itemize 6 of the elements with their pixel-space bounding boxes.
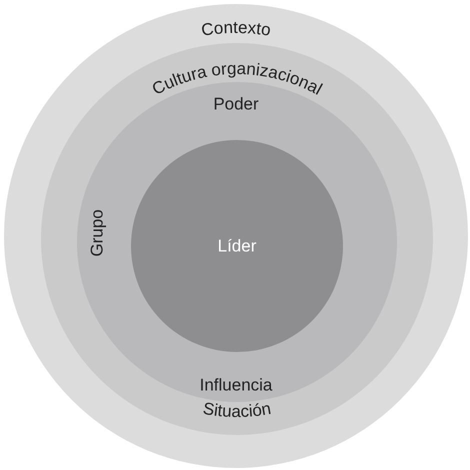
layer-label: Poder bbox=[213, 96, 259, 112]
ring-label: Situación bbox=[202, 398, 272, 422]
ring-label: Contexto bbox=[200, 18, 272, 40]
layer-label: Líder bbox=[218, 238, 256, 254]
layer-label: Influencia bbox=[200, 376, 272, 394]
layer-label: Grupo bbox=[88, 209, 106, 257]
